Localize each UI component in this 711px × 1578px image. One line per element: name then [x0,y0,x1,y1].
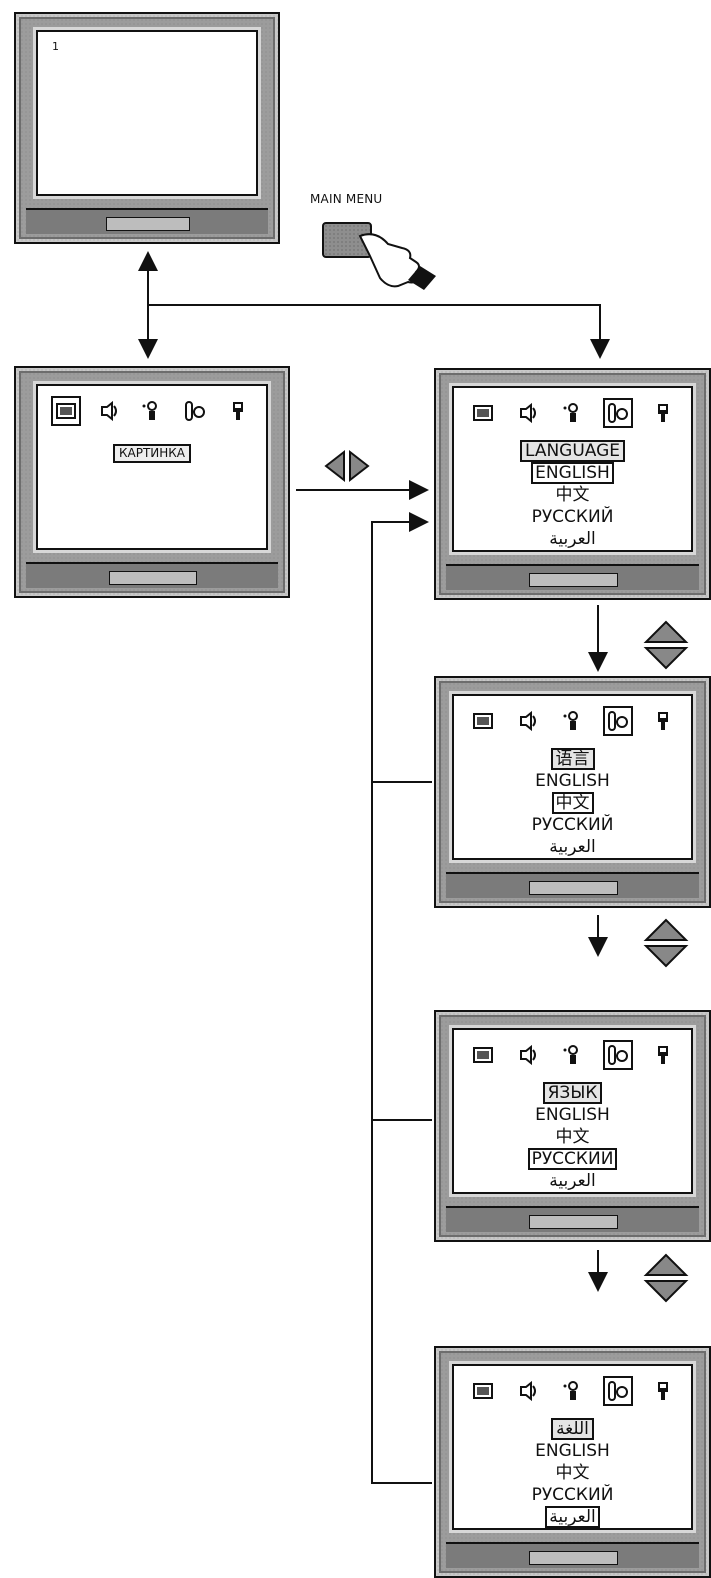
setup-icon[interactable] [226,399,250,423]
setup-icon[interactable] [651,709,675,733]
function-icon[interactable] [140,399,164,423]
picture-icon[interactable] [471,1379,495,1403]
sound-icon[interactable] [516,401,540,425]
tv-base [446,872,699,898]
setup-icon[interactable] [651,401,675,425]
tv-base [26,562,278,588]
up-down-button-icon-3 [646,1255,686,1301]
language-menu-title[interactable]: 语言 [551,748,595,770]
picture-icon[interactable] [54,399,78,423]
language-option[interactable]: РУССКИЙ [532,815,614,835]
menu-icon-row [454,1042,691,1068]
tv-base [446,564,699,590]
setup-icon[interactable] [651,1043,675,1067]
tv-screen: КАРТИНКА [36,384,268,550]
language-option-selected[interactable]: العربية [545,1506,599,1528]
sound-icon[interactable] [516,1043,540,1067]
pressing-hand-icon [358,226,438,292]
language-icon[interactable] [606,1379,630,1403]
return-loop-arrow [372,522,432,1483]
language-option[interactable]: العربية [549,1171,595,1191]
menu-icon-row [38,398,266,424]
menu-icon-row [454,1378,691,1404]
language-option[interactable]: العربية [549,837,595,857]
language-icon[interactable] [606,709,630,733]
language-option-selected[interactable]: 中文 [552,792,594,814]
sound-icon[interactable] [97,399,121,423]
language-icon[interactable] [606,401,630,425]
tv-base [446,1206,699,1232]
main-menu-label: MAIN MENU [310,192,382,206]
language-menu-title[interactable]: ЯЗЫК [543,1082,603,1104]
picture-icon[interactable] [471,401,495,425]
picture-icon[interactable] [471,1043,495,1067]
language-option[interactable]: РУССКИЙ [532,507,614,527]
tv-picture-menu: КАРТИНКА [14,366,290,598]
up-down-button-icon-2 [646,920,686,966]
language-option-selected[interactable]: РУССКИЙ [528,1148,618,1170]
sound-icon[interactable] [516,1379,540,1403]
language-option[interactable]: 中文 [556,485,590,505]
function-icon[interactable] [561,1043,585,1067]
language-option[interactable]: ENGLISH [535,771,610,791]
tv-base [26,208,268,234]
picture-icon[interactable] [471,709,495,733]
setup-icon[interactable] [651,1379,675,1403]
to-language-arrow [148,305,600,355]
function-icon[interactable] [561,1379,585,1403]
language-icon[interactable] [183,399,207,423]
channel-number: 1 [52,40,59,53]
sound-icon[interactable] [516,709,540,733]
left-right-button-icon [326,452,368,480]
language-icon[interactable] [606,1043,630,1067]
tv-off-screen: 1 [14,12,280,244]
language-option[interactable]: 中文 [556,1127,590,1147]
tv-base [446,1542,699,1568]
language-option-selected[interactable]: ENGLISH [531,462,614,484]
language-option[interactable]: العربية [549,529,595,549]
language-option[interactable]: 中文 [556,1463,590,1483]
tv-screen: 1 [36,30,258,196]
language-option[interactable]: РУССКИЙ [532,1485,614,1505]
language-option[interactable]: ENGLISH [535,1441,610,1461]
picture-menu-title[interactable]: КАРТИНКА [113,444,191,463]
language-option[interactable]: ENGLISH [535,1105,610,1125]
language-menu-title[interactable]: LANGUAGE [520,440,625,462]
menu-icon-row [454,400,691,426]
function-icon[interactable] [561,401,585,425]
up-down-button-icon-1 [646,622,686,668]
menu-icon-row [454,708,691,734]
language-menu-title[interactable]: اللغة [551,1418,594,1440]
function-icon[interactable] [561,709,585,733]
